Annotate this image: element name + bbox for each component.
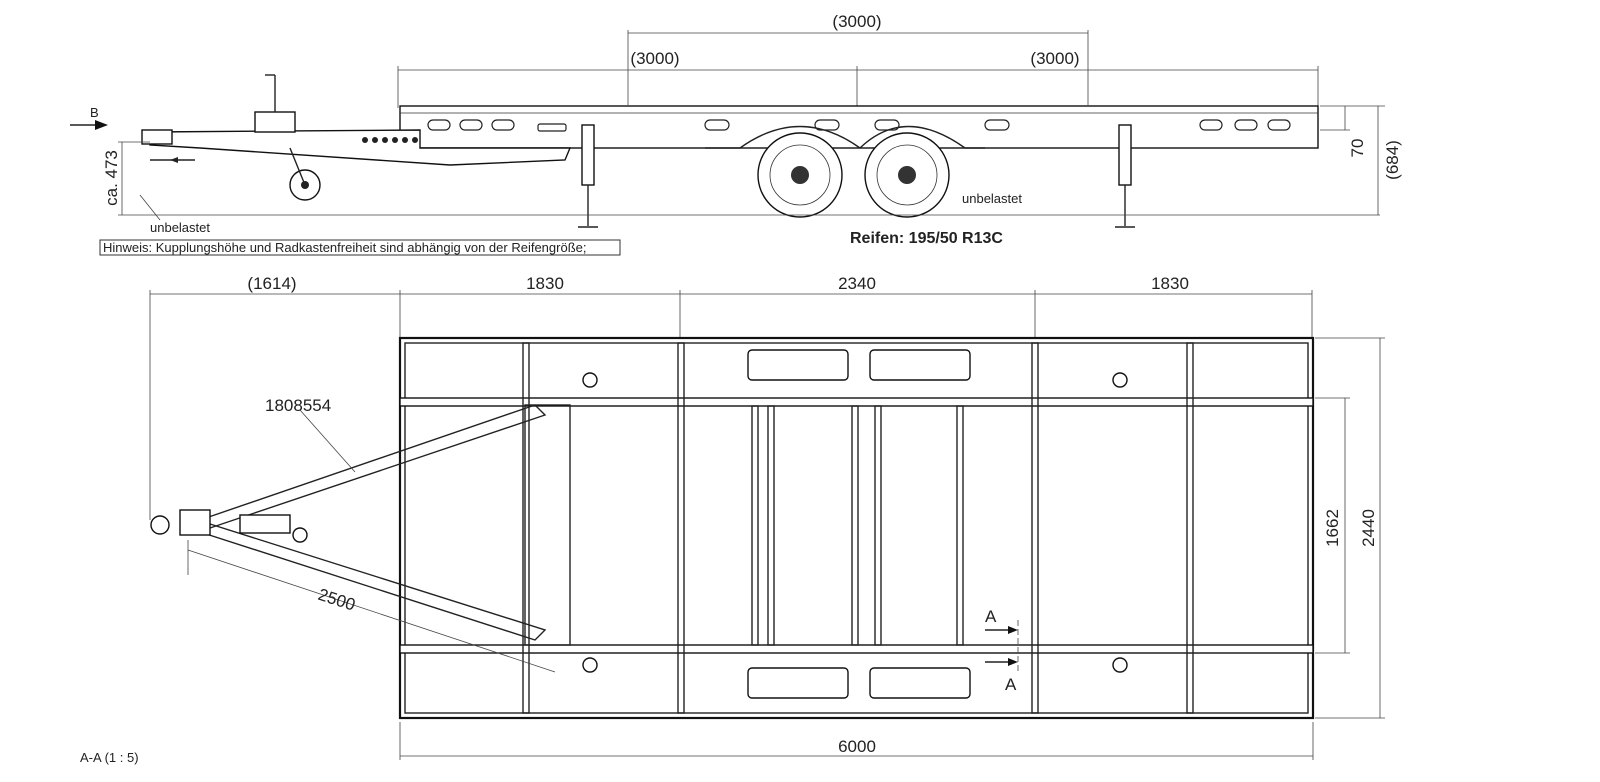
wheel-box: [747, 349, 971, 699]
wheel: [757, 132, 843, 218]
part-number: 1808554: [265, 396, 331, 415]
dim-section-2: 2340: [838, 274, 876, 293]
unloaded-label-left: unbelastet: [150, 220, 210, 235]
longitudinal-beam: [399, 644, 1314, 654]
support-leg: [578, 124, 598, 228]
dim-inner-width: 1662: [1323, 509, 1342, 547]
dim-total-height: (684): [1383, 140, 1402, 180]
view-marker: B: [90, 105, 99, 120]
section-label: A-A (1 : 5): [80, 750, 139, 765]
plan-view: (1614) 1830 2340 1830: [149, 274, 1385, 760]
coupling-head: [141, 129, 173, 145]
tyre-spec: Reifen: 195/50 R13C: [850, 230, 1003, 247]
dim-top-overall: (3000): [832, 12, 881, 31]
frame-outline: [398, 336, 1315, 720]
side-view: (3000) (3000) (3000) B: [70, 12, 1402, 256]
dim-total-length: 6000: [838, 737, 876, 756]
dim-front-right: (3000): [1030, 49, 1079, 68]
wheel: [864, 132, 950, 218]
support-leg: [1115, 124, 1135, 228]
dim-section-3: 1830: [1151, 274, 1189, 293]
tie-down-ring: [582, 372, 1128, 673]
section-arrow-icon: [1008, 658, 1018, 666]
note-text: Hinweis: Kupplungshöhe und Radkastenfrei…: [103, 240, 586, 255]
dim-coupling-height: ca. 473: [102, 150, 121, 206]
drawbar: [149, 129, 572, 166]
dim-outer-width: 2440: [1359, 509, 1378, 547]
dim-frame-height: 70: [1348, 139, 1367, 158]
coupling-assembly: [150, 509, 308, 543]
dim-drawbar: (1614): [247, 274, 296, 293]
dim-front-left: (3000): [630, 49, 679, 68]
cross-members: [522, 342, 1194, 714]
dim-drawbar-length: 2500: [316, 585, 358, 615]
section-marker-top: A: [985, 607, 997, 626]
view-arrow-icon: [95, 120, 108, 130]
section-arrow-icon: [1008, 626, 1018, 634]
hole-row: [362, 137, 418, 143]
dim-section-1: 1830: [526, 274, 564, 293]
unloaded-label-right: unbelastet: [962, 191, 1022, 206]
section-marker-bottom: A: [1005, 675, 1017, 694]
jockey-wheel-bracket: [254, 111, 296, 133]
